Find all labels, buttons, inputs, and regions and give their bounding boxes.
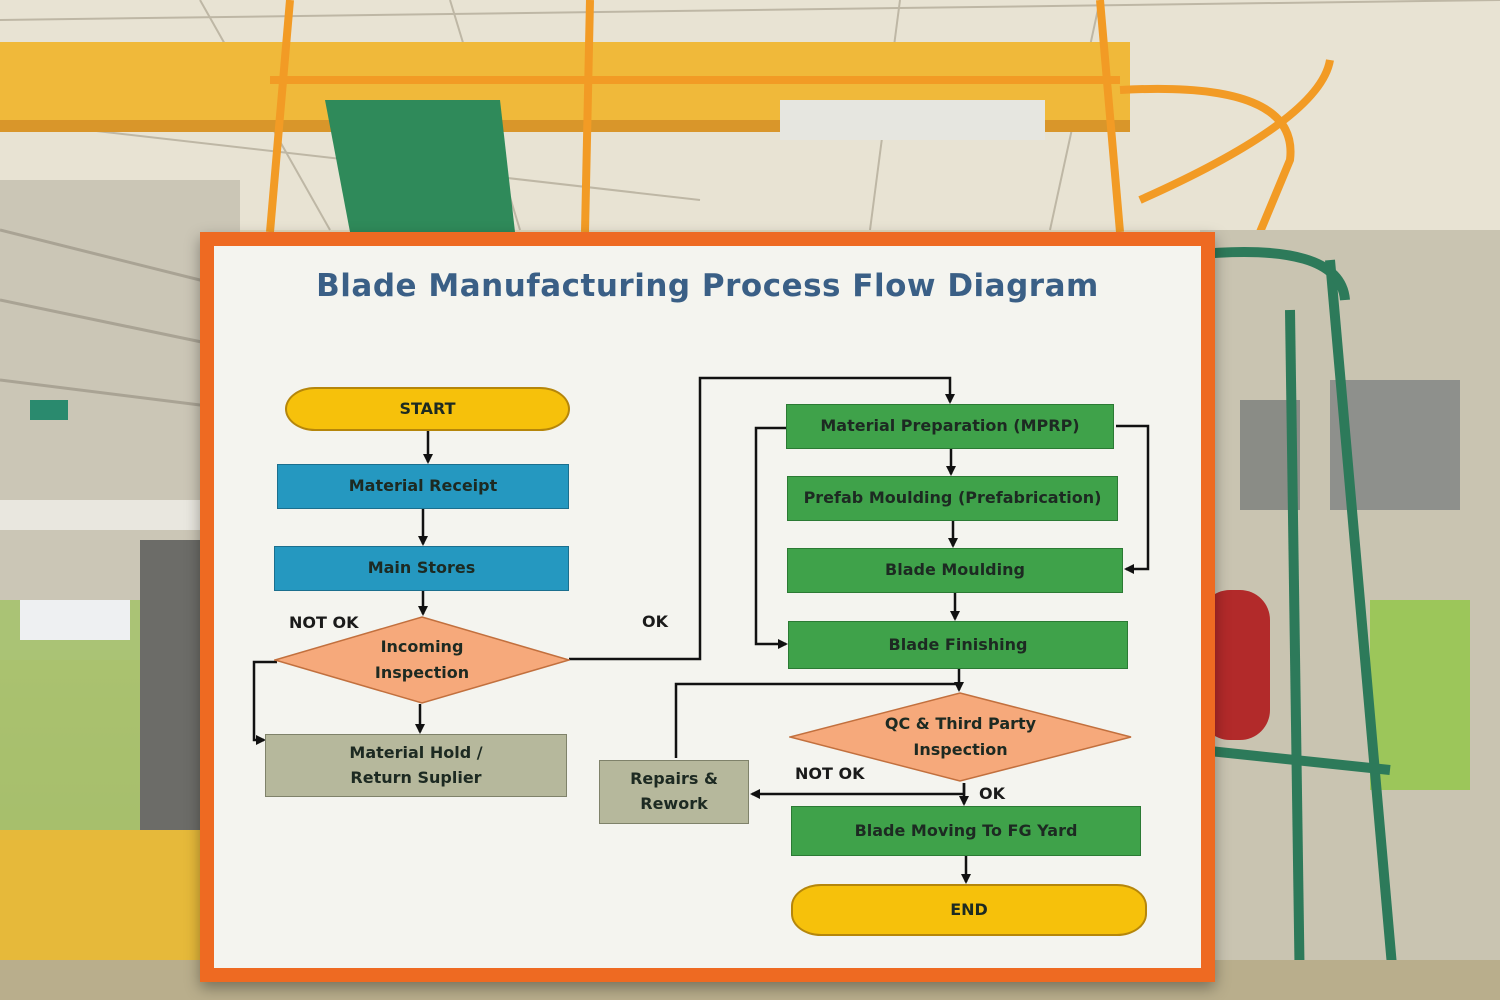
material-preparation-step: Material Preparation (MPRP) [786, 404, 1114, 449]
main-stores-step: Main Stores [274, 546, 569, 591]
process-flow-board: Blade Manufacturing Process Flow Diagram [200, 232, 1215, 982]
blade-moving-step: Blade Moving To FG Yard [791, 806, 1141, 856]
start-terminal: START [285, 387, 570, 431]
repairs-rework-step: Repairs & Rework [599, 760, 749, 824]
not-ok-label-incoming: NOT OK [289, 613, 358, 632]
not-ok-label-qc: NOT OK [795, 764, 864, 783]
ok-label-incoming: OK [642, 612, 668, 631]
material-receipt-step: Material Receipt [277, 464, 569, 509]
board-surface: Blade Manufacturing Process Flow Diagram [214, 246, 1201, 968]
material-hold-step: Material Hold / Return Suplier [265, 734, 567, 797]
blade-moulding-step: Blade Moulding [787, 548, 1123, 593]
ok-label-qc: OK [979, 784, 1005, 803]
prefab-moulding-step: Prefab Moulding (Prefabrication) [787, 476, 1118, 521]
flow-connectors [214, 246, 1201, 968]
blade-finishing-step: Blade Finishing [788, 621, 1128, 669]
end-terminal: END [791, 884, 1147, 936]
